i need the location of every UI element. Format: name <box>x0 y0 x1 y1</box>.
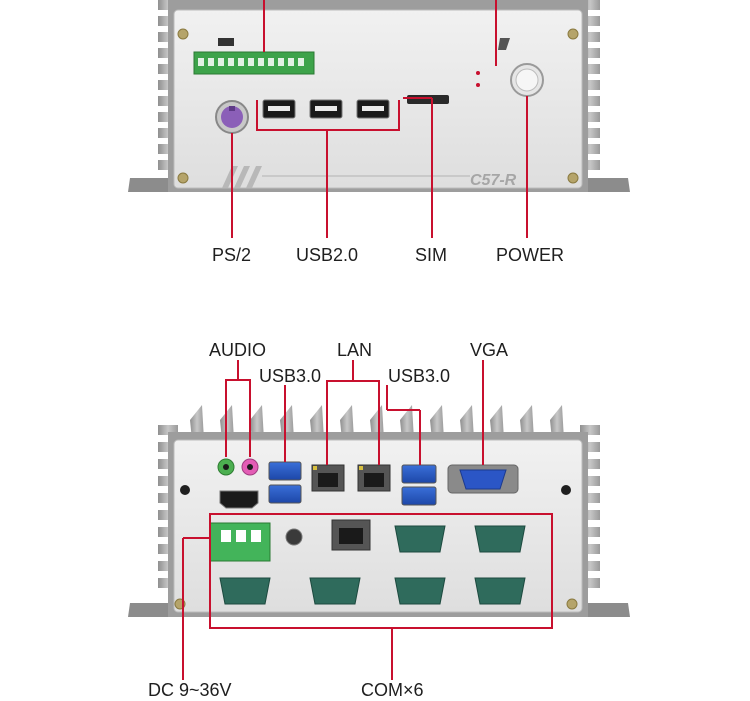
callout-lan: LAN <box>337 340 373 360</box>
callout-usb3-right: USB3.0 <box>388 366 451 386</box>
status-led <box>476 71 480 75</box>
dip-switch[interactable] <box>218 38 234 46</box>
callout-audio: AUDIO <box>209 340 267 360</box>
callout-dc: DC 9~36V <box>148 680 232 700</box>
bottom-top-fins <box>190 405 564 440</box>
callout-usb3-left: USB3.0 <box>259 366 322 386</box>
usb3-right-ports[interactable] <box>401 464 437 506</box>
dc-barrel-jack[interactable] <box>285 528 303 546</box>
usb2-ports[interactable] <box>262 99 390 119</box>
vga-port[interactable] <box>447 464 519 494</box>
hdd-led <box>476 83 480 87</box>
top-callout-lines <box>231 0 528 238</box>
usb3-left-ports[interactable] <box>268 461 302 504</box>
callout-sim: SIM <box>415 245 448 265</box>
hdmi-port[interactable] <box>219 490 259 509</box>
callout-com: COM×6 <box>361 680 424 700</box>
brand-logo-icon <box>498 38 510 50</box>
audio-jacks[interactable] <box>217 458 259 476</box>
callout-usb2: USB2.0 <box>296 245 359 265</box>
top-right-fins <box>580 0 600 170</box>
top-chassis <box>128 0 630 192</box>
sim-slot[interactable] <box>407 95 449 104</box>
com-ports[interactable] <box>219 525 526 605</box>
dc-power-terminal[interactable] <box>209 522 271 562</box>
ps2-port[interactable] <box>215 100 249 134</box>
gpio-terminal-block <box>193 51 315 75</box>
callout-ps2: PS/2 <box>212 245 252 265</box>
bottom-callout-lines <box>182 360 553 680</box>
power-button[interactable] <box>510 63 544 97</box>
model-badge: C57-R <box>470 172 517 189</box>
lan-ports[interactable] <box>311 464 391 551</box>
callout-vga: VGA <box>470 340 509 360</box>
callout-power: POWER <box>496 245 565 265</box>
